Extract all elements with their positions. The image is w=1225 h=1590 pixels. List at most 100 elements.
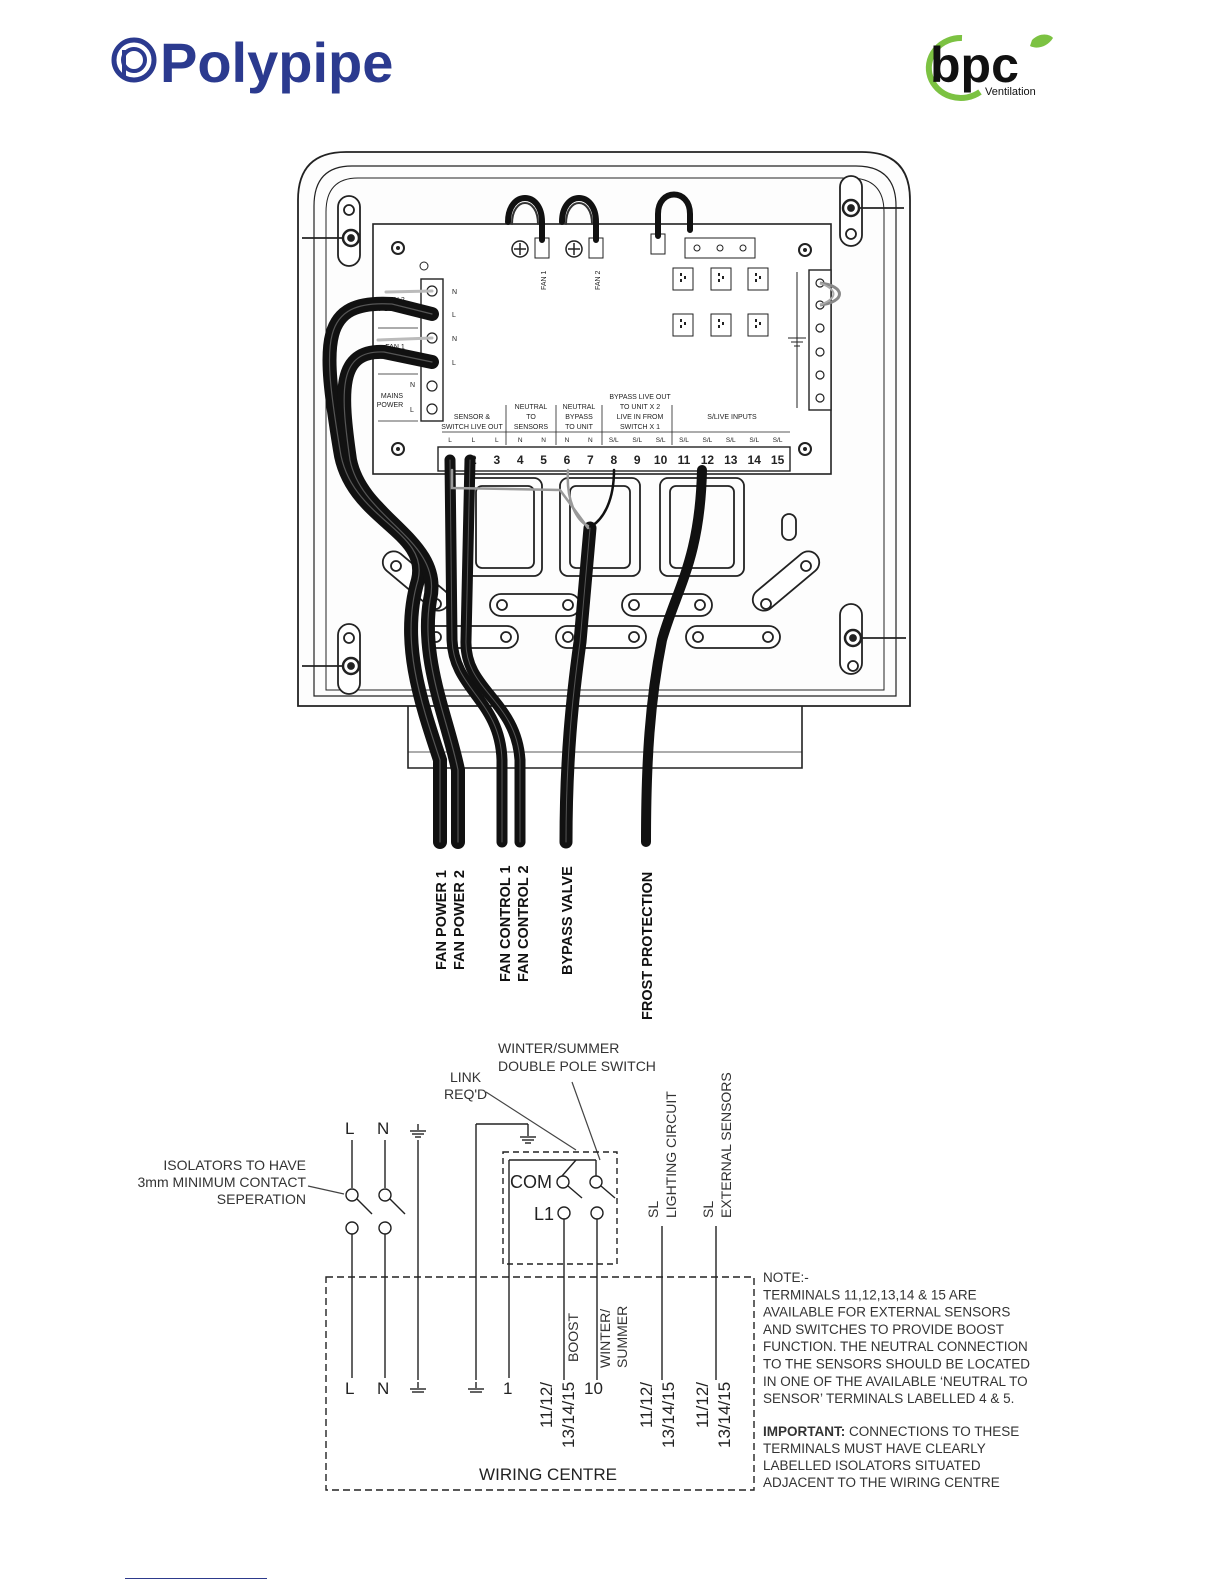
sl-label-2: SL — [700, 1201, 716, 1218]
mains-power-label-1: MAINS — [381, 393, 404, 400]
bypass-live-label-1: BYPASS LIVE OUT — [609, 394, 671, 401]
terminal-number-7: 7 — [587, 453, 594, 467]
terminal-type-label: S/L — [632, 437, 642, 444]
note-line: NOTE:- — [763, 1270, 809, 1285]
terminal-type-label: S/L — [749, 437, 759, 444]
left-pin-label-3: N — [452, 336, 457, 343]
terminal-number-15: 15 — [771, 453, 785, 467]
terminal-type-label: S/L — [703, 437, 713, 444]
terminal-type-label: S/L — [609, 437, 619, 444]
l1-label: L1 — [534, 1204, 554, 1224]
bypass-live-label-3: LIVE IN FROM — [617, 414, 664, 421]
terminal-number-5: 5 — [540, 453, 547, 467]
bpc-logo: bpc Ventilation — [925, 34, 1053, 101]
polypipe-logo: Polypipe — [111, 31, 393, 94]
sensor-switch-label-1: SENSOR & — [454, 414, 491, 421]
note-line: SENSOR’ TERMINALS LABELLED 4 & 5. — [763, 1391, 1014, 1406]
terminal-type-label: N — [518, 437, 523, 444]
left-pin-label-4: L — [452, 360, 456, 367]
isolator-note-3: SEPERATION — [217, 1191, 306, 1207]
bypass-live-label-4: SWITCH X 1 — [620, 424, 660, 431]
neutral-sensors-label-1: NEUTRAL — [515, 404, 548, 411]
terminal-number-11: 11 — [678, 453, 691, 467]
terminal-number-12: 12 — [701, 453, 715, 467]
wc-boost-range-1: 11/12/ — [537, 1382, 556, 1428]
supply-n-label: N — [377, 1119, 389, 1138]
neutral-bypass-label-2: BYPASS — [565, 414, 593, 421]
bpc-logo-subtext: Ventilation — [985, 86, 1036, 98]
cable-labels: FAN POWER 1 FAN POWER 2 FAN CONTROL 1 FA… — [434, 865, 656, 1020]
terminal-type-label: S/L — [773, 437, 783, 444]
bypass-live-label-2: TO UNIT X 2 — [620, 404, 660, 411]
terminal-type-label: L — [495, 437, 499, 444]
fan2-plug-label: FAN 2 — [595, 270, 602, 290]
terminal-type-label: L — [448, 437, 452, 444]
important-bold: IMPORTANT: — [763, 1424, 845, 1439]
cable-label-fan-control-1: FAN CONTROL 1 — [498, 865, 514, 982]
wc-terminal-10-label: 10 — [584, 1379, 603, 1398]
important-line-2: TERMINALS MUST HAVE CLEARLY — [763, 1441, 986, 1456]
neutral-sensors-label-2: TO — [526, 414, 536, 421]
fan1-plug-label: FAN 1 — [541, 270, 548, 290]
terminal-number-3: 3 — [493, 453, 500, 467]
mains-power-label-2: POWER — [377, 402, 403, 409]
link-label-2: REQ'D — [444, 1086, 487, 1102]
external-sensors-label: EXTERNAL SENSORS — [718, 1072, 734, 1218]
polypipe-logo-text: Polypipe — [160, 31, 393, 94]
terminal-number-13: 13 — [724, 453, 738, 467]
note-line: IN ONE OF THE AVAILABLE ‘NEUTRAL TO — [763, 1374, 1028, 1389]
note-line: TO THE SENSORS SHOULD BE LOCATED — [763, 1357, 1030, 1372]
slive-inputs-label: S/LIVE INPUTS — [707, 414, 757, 421]
note-line: AND SWITCHES TO PROVIDE BOOST — [763, 1322, 1004, 1337]
cable-label-fan-control-2: FAN CONTROL 2 — [516, 865, 532, 982]
neutral-bypass-label-3: TO UNIT — [565, 424, 594, 431]
cable-label-frost-protection: FROST PROTECTION — [640, 872, 656, 1020]
neutral-bypass-label-1: NEUTRAL — [563, 404, 596, 411]
note-line: AVAILABLE FOR EXTERNAL SENSORS — [763, 1305, 1010, 1320]
cable-label-fan-power-1: FAN POWER 1 — [434, 870, 450, 970]
sensor-switch-label-2: SWITCH LIVE OUT — [441, 424, 503, 431]
cable-label-bypass-valve: BYPASS VALVE — [560, 866, 576, 975]
wc-n-label: N — [377, 1379, 389, 1398]
switch-title-1: WINTER/SUMMER — [498, 1040, 619, 1056]
cable-label-fan-power-2: FAN POWER 2 — [452, 870, 468, 970]
boost-label: BOOST — [565, 1313, 581, 1362]
wc-boost-range-2: 13/14/15 — [559, 1382, 578, 1448]
isolator-note-1: ISOLATORS TO HAVE — [163, 1157, 306, 1173]
left-pin-label-5: N — [410, 382, 415, 389]
terminal-type-label: N — [588, 437, 593, 444]
footer-link-underline — [125, 1578, 267, 1579]
link-label-1: LINK — [450, 1069, 482, 1085]
isolator-note-2: 3mm MINIMUM CONTACT — [138, 1174, 307, 1190]
terminal-number-14: 14 — [748, 453, 762, 467]
bpc-logo-text: bpc — [930, 37, 1019, 93]
terminal-number-9: 9 — [634, 453, 641, 467]
left-pin-label-2: L — [452, 312, 456, 319]
terminal-type-label: S/L — [679, 437, 689, 444]
wc-terminal-1-label: 1 — [503, 1379, 512, 1398]
left-pin-label-1: N — [452, 289, 457, 296]
com-label: COM — [510, 1172, 552, 1192]
terminal-type-label: L — [472, 437, 476, 444]
neutral-sensors-label-3: SENSORS — [514, 424, 549, 431]
winter-label: WINTER/ — [597, 1309, 613, 1368]
switch-title-2: DOUBLE POLE SWITCH — [498, 1058, 656, 1074]
terminal-number-4: 4 — [517, 453, 524, 467]
cables — [322, 191, 707, 849]
wc-l-label: L — [345, 1379, 354, 1398]
wc-sensors-range-2: 13/14/15 — [715, 1382, 734, 1448]
lighting-circuit-label: LIGHTING CIRCUIT — [663, 1091, 679, 1218]
note-block: NOTE:-TERMINALS 11,12,13,14 & 15 AREAVAI… — [763, 1270, 1030, 1406]
wiring-centre-label: WIRING CENTRE — [479, 1465, 617, 1484]
terminal-number-6: 6 — [564, 453, 571, 467]
terminal-number-10: 10 — [654, 453, 668, 467]
important-line-4: ADJACENT TO THE WIRING CENTRE — [763, 1475, 1000, 1490]
wc-lighting-range-2: 13/14/15 — [659, 1382, 678, 1448]
supply-l-label: L — [345, 1119, 354, 1138]
terminal-type-label: S/L — [656, 437, 666, 444]
important-line-1: CONNECTIONS TO THESE — [845, 1424, 1019, 1439]
terminal-number-8: 8 — [610, 453, 617, 467]
